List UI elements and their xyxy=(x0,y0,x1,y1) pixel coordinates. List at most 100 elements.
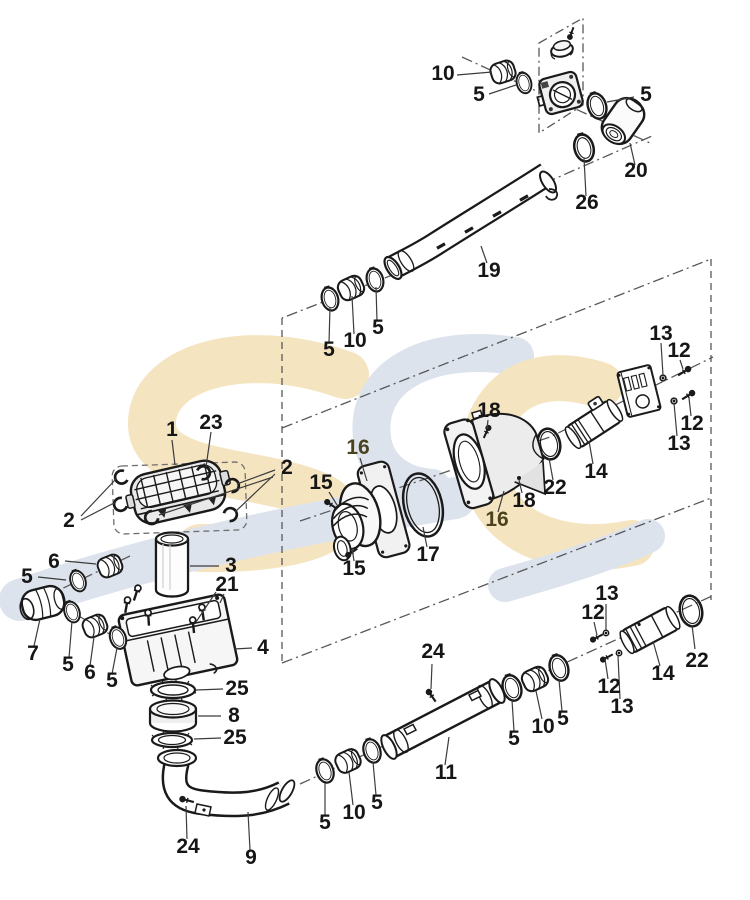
leader-line xyxy=(593,621,598,636)
part-label-5: 5 xyxy=(106,669,118,692)
leader-line xyxy=(37,576,67,581)
part-5-clamp xyxy=(312,755,338,787)
part-5-clamp xyxy=(359,735,385,767)
part-label-18: 18 xyxy=(512,489,536,512)
part-label-5: 5 xyxy=(640,83,652,106)
part-label-6: 6 xyxy=(48,550,60,573)
leader-line xyxy=(422,526,428,548)
part-label-20: 20 xyxy=(624,159,647,182)
leader-line xyxy=(359,457,368,482)
leader-line xyxy=(185,805,188,840)
cover-region-box xyxy=(111,461,248,535)
part-label-24: 24 xyxy=(176,835,200,858)
leader-line xyxy=(195,591,217,623)
part-label-14: 14 xyxy=(584,460,608,483)
part-12-screw xyxy=(675,364,693,379)
leader-line xyxy=(80,478,117,517)
part-label-4: 4 xyxy=(257,636,269,659)
leader-line xyxy=(588,440,594,465)
part-7-elbow-hose xyxy=(19,584,66,622)
part-label-24: 24 xyxy=(421,640,445,663)
part-label-25: 25 xyxy=(223,726,247,749)
leader-line xyxy=(195,688,224,691)
part-15-16-inlet xyxy=(330,460,411,562)
part-1-cover xyxy=(125,459,231,525)
part-label-5: 5 xyxy=(508,727,520,750)
leader-line xyxy=(583,157,587,197)
leader-line xyxy=(80,501,117,521)
part-22-oring xyxy=(675,592,707,630)
leader-line xyxy=(430,663,433,690)
part-label-5: 5 xyxy=(323,338,335,361)
leader-line xyxy=(688,397,692,417)
part-label-5: 5 xyxy=(372,316,384,339)
leader-line xyxy=(660,342,664,376)
leader-line xyxy=(234,473,276,513)
part-label-16: 16 xyxy=(346,436,369,459)
part-bracket-plate xyxy=(616,364,662,418)
leader-line xyxy=(375,286,378,322)
part-label-10: 10 xyxy=(342,801,365,824)
part-label-2: 2 xyxy=(281,456,293,479)
part-10-hose-boot xyxy=(334,272,368,304)
leader-line xyxy=(171,439,176,466)
part-4-housing xyxy=(117,593,239,687)
leader-line xyxy=(33,618,41,647)
cap-screw-icon xyxy=(565,25,577,42)
part-5-clamp xyxy=(544,651,573,685)
part-label-5: 5 xyxy=(21,565,33,588)
part-14-tube xyxy=(564,395,624,450)
part-2-clip xyxy=(110,495,130,515)
part-label-15: 15 xyxy=(342,557,366,580)
part-label-22: 22 xyxy=(685,649,708,672)
part-10-hose-boot xyxy=(518,663,552,695)
part-label-10: 10 xyxy=(343,329,366,352)
leader-line xyxy=(486,419,489,430)
part-2-clip xyxy=(112,468,130,487)
part-throttle-body xyxy=(536,70,584,116)
part-label-16: 16 xyxy=(485,508,508,531)
part-label-6: 6 xyxy=(84,661,96,684)
part-11-pipe xyxy=(380,678,506,760)
part-13-nut xyxy=(659,374,667,382)
part-12-screw xyxy=(679,388,697,403)
part-5-clamp xyxy=(513,69,535,96)
leader-line xyxy=(205,431,212,468)
part-label-13: 13 xyxy=(649,322,672,345)
part-cap xyxy=(550,25,577,60)
leader-line xyxy=(328,306,331,344)
leader-line xyxy=(679,359,684,370)
part-label-5: 5 xyxy=(319,811,331,834)
part-label-26: 26 xyxy=(575,191,598,214)
leader-line xyxy=(558,679,563,712)
part-label-15: 15 xyxy=(309,471,333,494)
leader-line xyxy=(111,647,118,675)
part-label-23: 23 xyxy=(199,411,222,434)
leader-line xyxy=(548,457,554,481)
part-17-seal-ring xyxy=(401,472,445,538)
part-label-17: 17 xyxy=(416,543,439,566)
part-label-9: 9 xyxy=(245,846,257,869)
part-12-screw xyxy=(598,651,616,665)
leader-line xyxy=(89,636,95,667)
throttle-body-region-box xyxy=(538,16,584,135)
part-label-22: 22 xyxy=(543,476,566,499)
leader-line xyxy=(372,761,377,796)
leader-line xyxy=(328,491,338,506)
leader-line xyxy=(604,658,609,680)
leader-line xyxy=(233,647,253,650)
leader-line xyxy=(444,736,450,766)
leader-line xyxy=(456,71,493,76)
leader-line xyxy=(652,640,661,667)
part-14-tube xyxy=(619,605,681,655)
leader-line xyxy=(691,624,696,650)
leader-line xyxy=(158,476,274,516)
part-label-12: 12 xyxy=(667,339,690,362)
part-label-13: 13 xyxy=(610,695,633,718)
part-label-18: 18 xyxy=(477,399,501,422)
part-21-bolt xyxy=(120,595,133,615)
leader-line xyxy=(351,295,355,335)
